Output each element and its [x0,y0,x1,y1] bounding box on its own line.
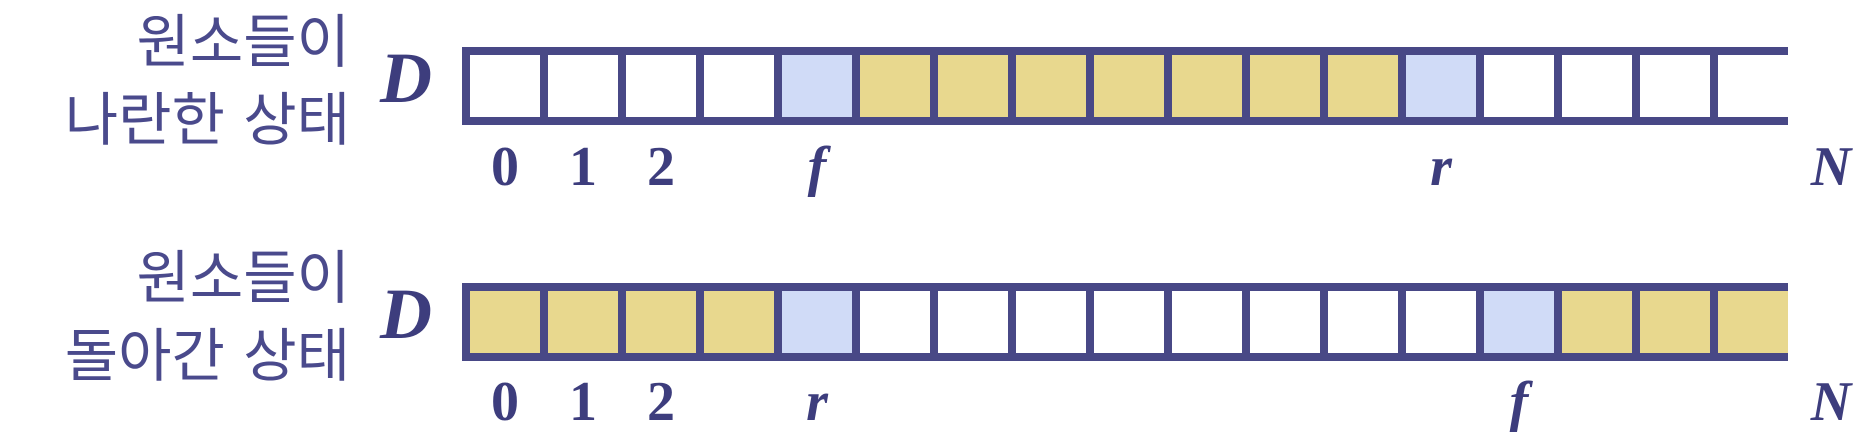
array-cell-element [470,291,540,353]
array-cell-empty [860,291,930,353]
index-label: 0 [491,136,519,198]
row-caption-line2: 돌아간 상태 [65,322,350,390]
index-label: r [1430,136,1453,198]
array-cell-empty [1094,291,1164,353]
array-cell-pointer [1406,55,1476,117]
array-cells [462,47,1788,125]
array-cell-pointer [782,291,852,353]
index-label: f [808,136,832,198]
array-cell-empty [1484,55,1554,117]
index-label: 1 [569,371,597,433]
array-cell-element [626,291,696,353]
array-name-label: D [379,38,432,118]
array-cell-element [938,55,1008,117]
array-cell-element [1172,55,1242,117]
array-cell-element [1328,55,1398,117]
array-cell-element [548,291,618,353]
array-cell-empty [548,55,618,117]
index-label: 2 [647,136,675,198]
index-label: r [806,371,829,433]
array-cells [462,283,1788,361]
array-cell-empty [1328,291,1398,353]
array-cell-empty [1640,55,1710,117]
index-label: 1 [569,136,597,198]
row-caption-line1: 원소들이 [137,244,350,312]
array-cell-empty [1250,291,1320,353]
array-cell-pointer [782,55,852,117]
array-cell-pointer [1484,291,1554,353]
index-label: f [1510,371,1534,433]
array-cell-empty [1718,55,1788,117]
array-cell-element [1718,291,1788,353]
index-label: N [1810,136,1854,198]
array-cell-element [1640,291,1710,353]
array-cell-element [860,55,930,117]
index-label: N [1810,371,1854,433]
array-cell-empty [704,55,774,117]
array-cell-element [1562,291,1632,353]
array-cell-element [1016,55,1086,117]
index-label: 2 [647,371,675,433]
array-cell-element [704,291,774,353]
array-cell-empty [1172,291,1242,353]
array-cell-element [1094,55,1164,117]
array-cell-empty [470,55,540,117]
index-label: 0 [491,371,519,433]
array-cell-empty [938,291,1008,353]
row-caption-line2: 나란한 상태 [65,86,350,154]
array-cell-empty [1016,291,1086,353]
row-caption-line1: 원소들이 [137,8,350,76]
array-cell-empty [1406,291,1476,353]
array-cell-empty [1562,55,1632,117]
array-cell-element [1250,55,1320,117]
array-name-label: D [379,274,432,354]
array-cell-empty [626,55,696,117]
